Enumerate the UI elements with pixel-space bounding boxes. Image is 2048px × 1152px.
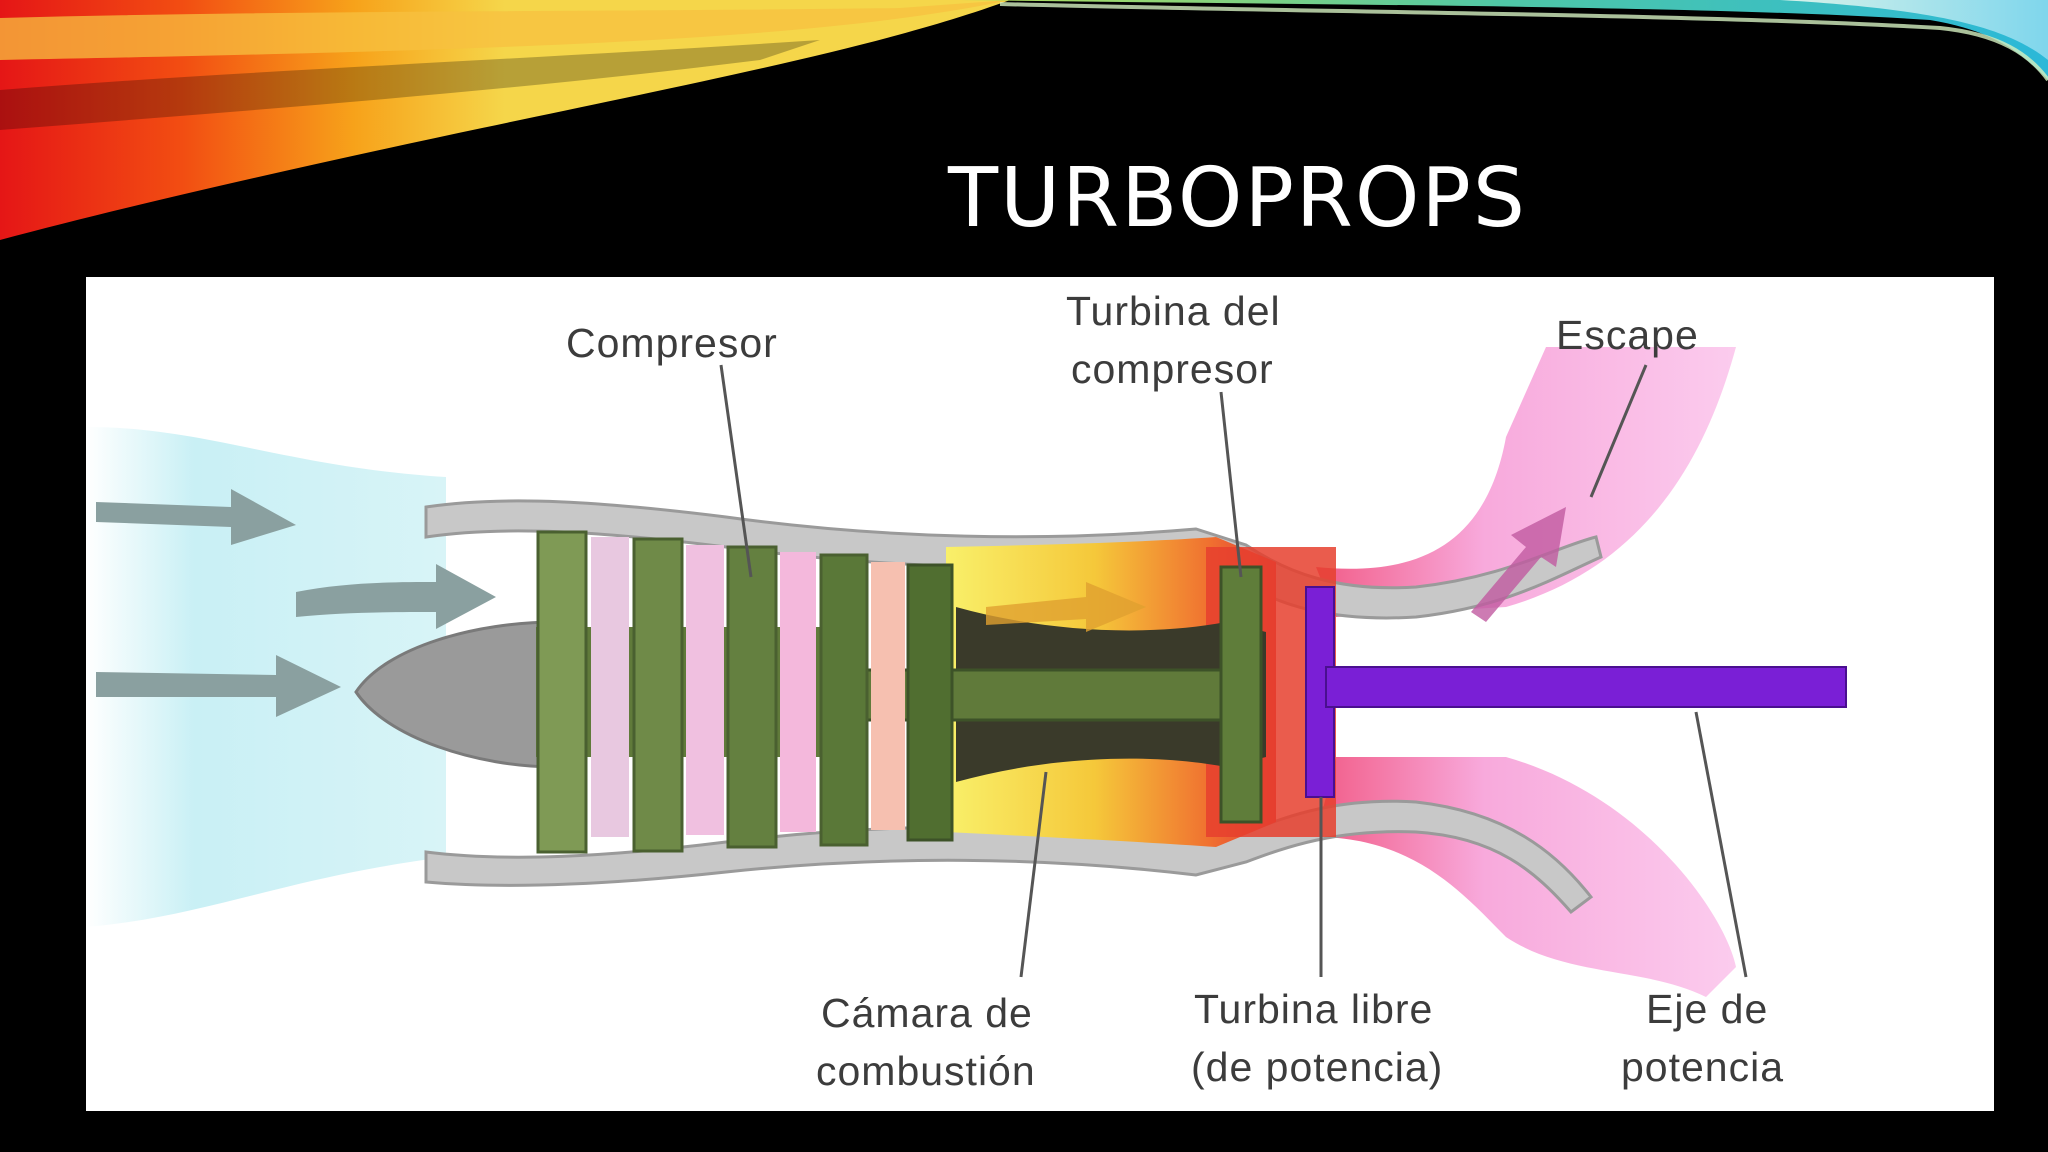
- intake-arrow-1: [96, 489, 296, 545]
- label-de-potencia: (de potencia): [1191, 1044, 1443, 1090]
- label-compresor-turbina: compresor: [1071, 346, 1274, 392]
- decorative-ribbon: [0, 0, 2048, 240]
- intake-arrow-3: [96, 655, 341, 717]
- intake-flow-arrows: [96, 489, 496, 717]
- compressor-stages: [536, 530, 954, 854]
- label-leader-lines: [719, 364, 1748, 978]
- turboprop-diagram: Compresor Turbina del compresor Escape C…: [86, 277, 1994, 1111]
- nose-cone: [354, 620, 558, 769]
- leader-turbina-compresor: [1219, 391, 1243, 578]
- label-camara-de: Cámara de: [821, 990, 1033, 1036]
- combustion-flow-arrow: [986, 582, 1146, 632]
- leader-camara: [1019, 771, 1048, 978]
- label-turbina-del: Turbina del: [1066, 288, 1281, 334]
- label-potencia: potencia: [1621, 1044, 1784, 1090]
- exhaust-flow-arrow: [1471, 507, 1566, 622]
- label-escape: Escape: [1556, 312, 1699, 358]
- label-eje-de: Eje de: [1646, 986, 1768, 1032]
- leader-compresor: [719, 364, 753, 578]
- core-shaft: [844, 668, 1248, 722]
- turboprop-engine-illustration: Compresor Turbina del compresor Escape C…: [86, 288, 1847, 1094]
- exhaust-plume-lower: [1316, 757, 1736, 997]
- exhaust-plume-upper: [1316, 347, 1736, 617]
- compressor-turbine-rotor: [1219, 565, 1263, 824]
- leader-eje: [1694, 711, 1748, 978]
- label-combustion: combustión: [816, 1048, 1036, 1094]
- slide-title: TURBOPROPS: [948, 151, 1527, 246]
- power-shaft: [1325, 666, 1847, 708]
- intake-arrow-2: [296, 564, 496, 629]
- leader-escape: [1589, 364, 1648, 498]
- label-compresor: Compresor: [566, 320, 778, 366]
- label-turbina-libre: Turbina libre: [1194, 986, 1433, 1032]
